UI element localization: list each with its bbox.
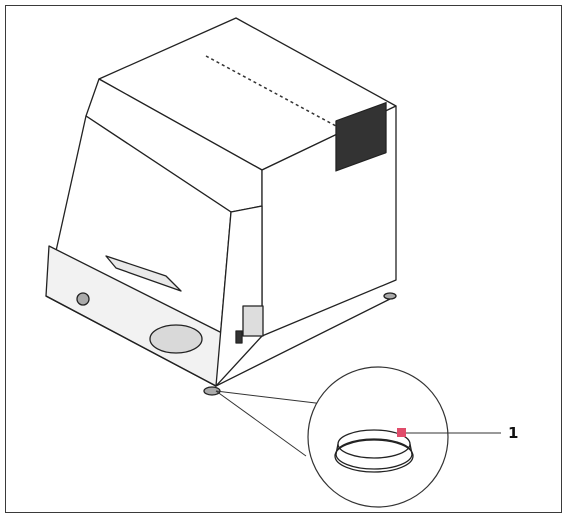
zoom-line-bottom xyxy=(215,390,307,457)
detail-magnifier-circle xyxy=(307,366,449,508)
base-edge xyxy=(45,295,397,387)
side-label xyxy=(242,305,264,337)
power-switch xyxy=(235,330,243,344)
rear-foot xyxy=(383,292,397,300)
vent-grille xyxy=(335,101,387,172)
lid-dotted-line xyxy=(205,55,337,127)
shaker-cabinet xyxy=(45,17,397,396)
instrument-illustration: 1 xyxy=(45,17,518,508)
brand-logo xyxy=(76,292,90,306)
control-display xyxy=(149,324,203,354)
callout-number-1: 1 xyxy=(508,424,518,442)
hood-handle xyxy=(105,255,182,292)
zoom-line-top xyxy=(215,390,325,405)
callout-marker-1 xyxy=(397,428,406,437)
figure-frame: 1 xyxy=(5,5,562,513)
foot-ring xyxy=(334,429,414,473)
